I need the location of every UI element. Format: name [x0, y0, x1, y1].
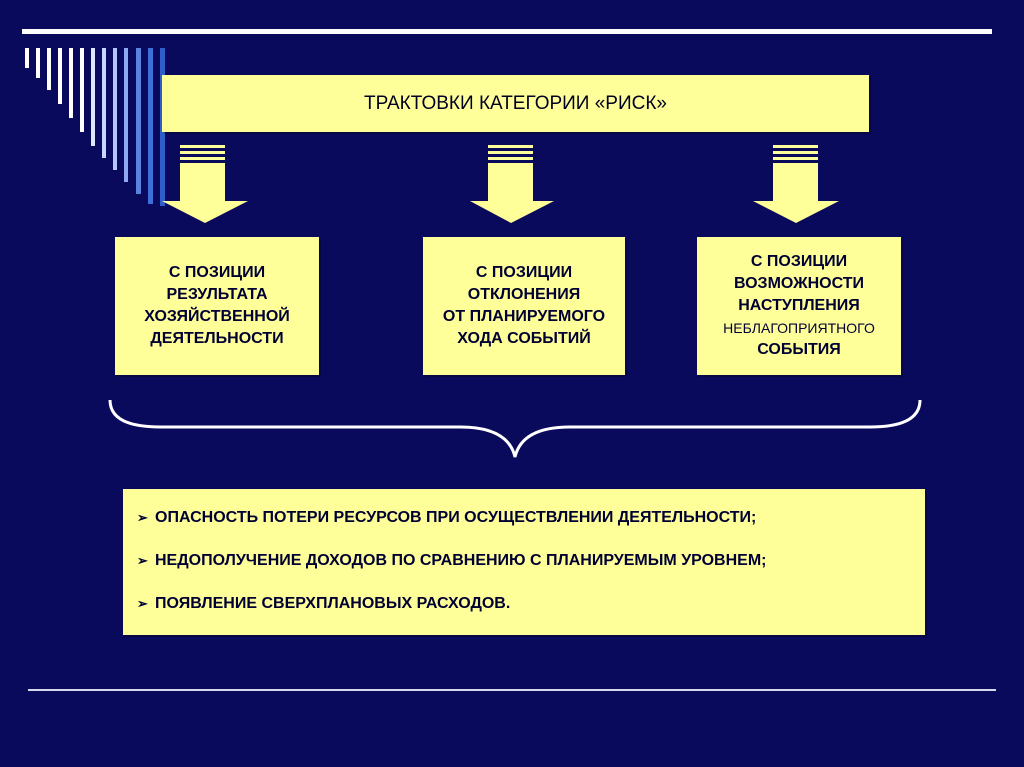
category-line: ОТ ПЛАНИРУЕМОГО [442, 308, 606, 325]
category-line: С ПОЗИЦИИ [475, 264, 573, 281]
risk-definitions-list: ➢ ОПАСНОСТЬ ПОТЕРИ РЕСУРСОВ ПРИ ОСУЩЕСТВ… [123, 489, 925, 635]
category-line: ВОЗМОЖНОСТИ [733, 275, 865, 292]
down-arrow-icon [753, 145, 839, 223]
page-title: ТРАКТОВКИ КАТЕГОРИИ «РИСК» [363, 92, 667, 114]
category-line: НАСТУПЛЕНИЯ [738, 297, 860, 314]
down-arrow-icon [162, 145, 248, 223]
category-line: РЕЗУЛЬТАТА [166, 286, 268, 303]
list-item-text: ОПАСНОСТЬ ПОТЕРИ РЕСУРСОВ ПРИ ОСУЩЕСТВЛЕ… [155, 509, 757, 527]
list-item-text: НЕДОПОЛУЧЕНИЕ ДОХОДОВ ПО СРАВНЕНИЮ С ПЛА… [155, 551, 767, 569]
category-line: С ПОЗИЦИИ [750, 253, 848, 270]
list-item-text: ПОЯВЛЕНИЕ СВЕРХПЛАНОВЫХ РАСХОДОВ. [155, 594, 511, 612]
top-rule [22, 29, 992, 34]
decorative-stripes [25, 48, 165, 206]
category-line: ОТКЛОНЕНИЯ [467, 286, 581, 303]
category-line: С ПОЗИЦИИ [168, 264, 266, 281]
category-line: ХОДА СОБЫТИЙ [457, 330, 591, 347]
category-line: ДЕЯТЕЛЬНОСТИ [150, 330, 284, 347]
list-item: ➢ ОПАСНОСТЬ ПОТЕРИ РЕСУРСОВ ПРИ ОСУЩЕСТВ… [137, 509, 925, 527]
arrow-bullet-icon: ➢ [137, 595, 148, 611]
arrow-bullet-icon: ➢ [137, 552, 148, 568]
curly-brace [108, 399, 922, 458]
title-box: ТРАКТОВКИ КАТЕГОРИИ «РИСК» [162, 75, 869, 132]
arrow-bullet-icon: ➢ [137, 510, 148, 526]
category-line: НЕБЛАГОПРИЯТНОГО [723, 320, 875, 336]
category-box-possibility: С ПОЗИЦИИ ВОЗМОЖНОСТИ НАСТУПЛЕНИЯ НЕБЛАГ… [697, 237, 901, 375]
category-box-deviation: С ПОЗИЦИИ ОТКЛОНЕНИЯ ОТ ПЛАНИРУЕМОГО ХОД… [423, 237, 625, 375]
category-line: СОБЫТИЯ [757, 341, 841, 358]
bottom-rule [28, 689, 996, 691]
list-item: ➢ ПОЯВЛЕНИЕ СВЕРХПЛАНОВЫХ РАСХОДОВ. [137, 595, 925, 613]
category-box-result: С ПОЗИЦИИ РЕЗУЛЬТАТА ХОЗЯЙСТВЕННОЙ ДЕЯТЕ… [115, 237, 319, 375]
category-line: ХОЗЯЙСТВЕННОЙ [144, 308, 290, 325]
down-arrow-icon [470, 145, 554, 223]
list-item: ➢ НЕДОПОЛУЧЕНИЕ ДОХОДОВ ПО СРАВНЕНИЮ С П… [137, 552, 925, 570]
